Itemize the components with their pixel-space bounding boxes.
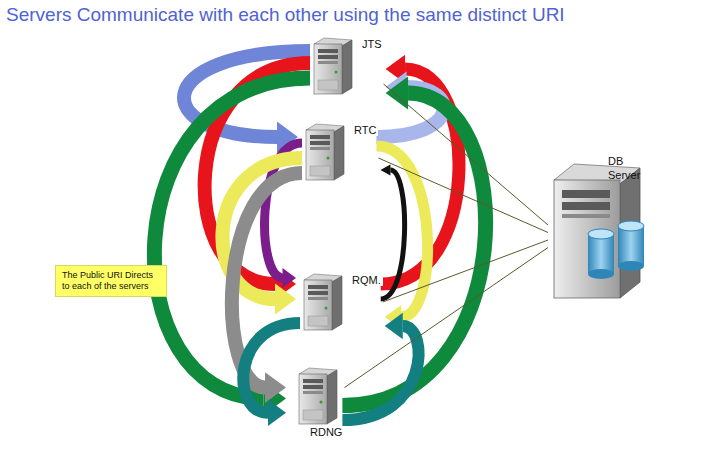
database-server: DB Server [548, 150, 652, 300]
server-label: RDNG [308, 426, 344, 438]
arrow-shaft [344, 248, 548, 388]
arrow-head [386, 77, 409, 110]
server-label: JTS [360, 38, 384, 50]
db-link [344, 248, 548, 388]
arrow-head [385, 313, 403, 339]
server-label: RQM. [350, 274, 383, 286]
curved-arrow [154, 78, 310, 415]
arrow-shaft [154, 78, 310, 398]
arrow-shaft [243, 323, 300, 413]
arrow-shaft [342, 326, 418, 420]
db-link [383, 240, 548, 302]
arrow-head [283, 268, 297, 288]
server-node: JTS [308, 36, 384, 96]
server-node: RTC [300, 122, 378, 182]
arrow-shaft [378, 158, 548, 233]
note-text: The Public URI Directs to each of the se… [62, 270, 160, 292]
arrow-shaft [384, 84, 548, 225]
curved-arrow [342, 313, 418, 420]
callout-note: The Public URI Directs to each of the se… [55, 265, 167, 297]
server-icon [308, 36, 354, 96]
arrow-head [275, 284, 296, 315]
server-label: DB Server [608, 154, 652, 183]
curved-arrow [243, 323, 300, 426]
db-link [384, 84, 548, 225]
curved-arrow [380, 165, 404, 300]
diagram-title: Servers Communicate with each other usin… [6, 4, 565, 26]
server-node: RDNG [288, 366, 344, 438]
arrow-head [268, 400, 286, 426]
server-icon [293, 366, 339, 426]
server-node: RQM. [298, 272, 383, 332]
arrow-head [380, 165, 390, 176]
server-icon [300, 122, 346, 182]
arrow-shaft [376, 146, 427, 317]
db-link [378, 158, 548, 233]
arrow-head [265, 372, 286, 403]
server-icon [298, 272, 344, 332]
server-label: RTC [352, 124, 378, 136]
arrow-shaft [381, 170, 405, 299]
arrow-shaft [383, 240, 548, 302]
